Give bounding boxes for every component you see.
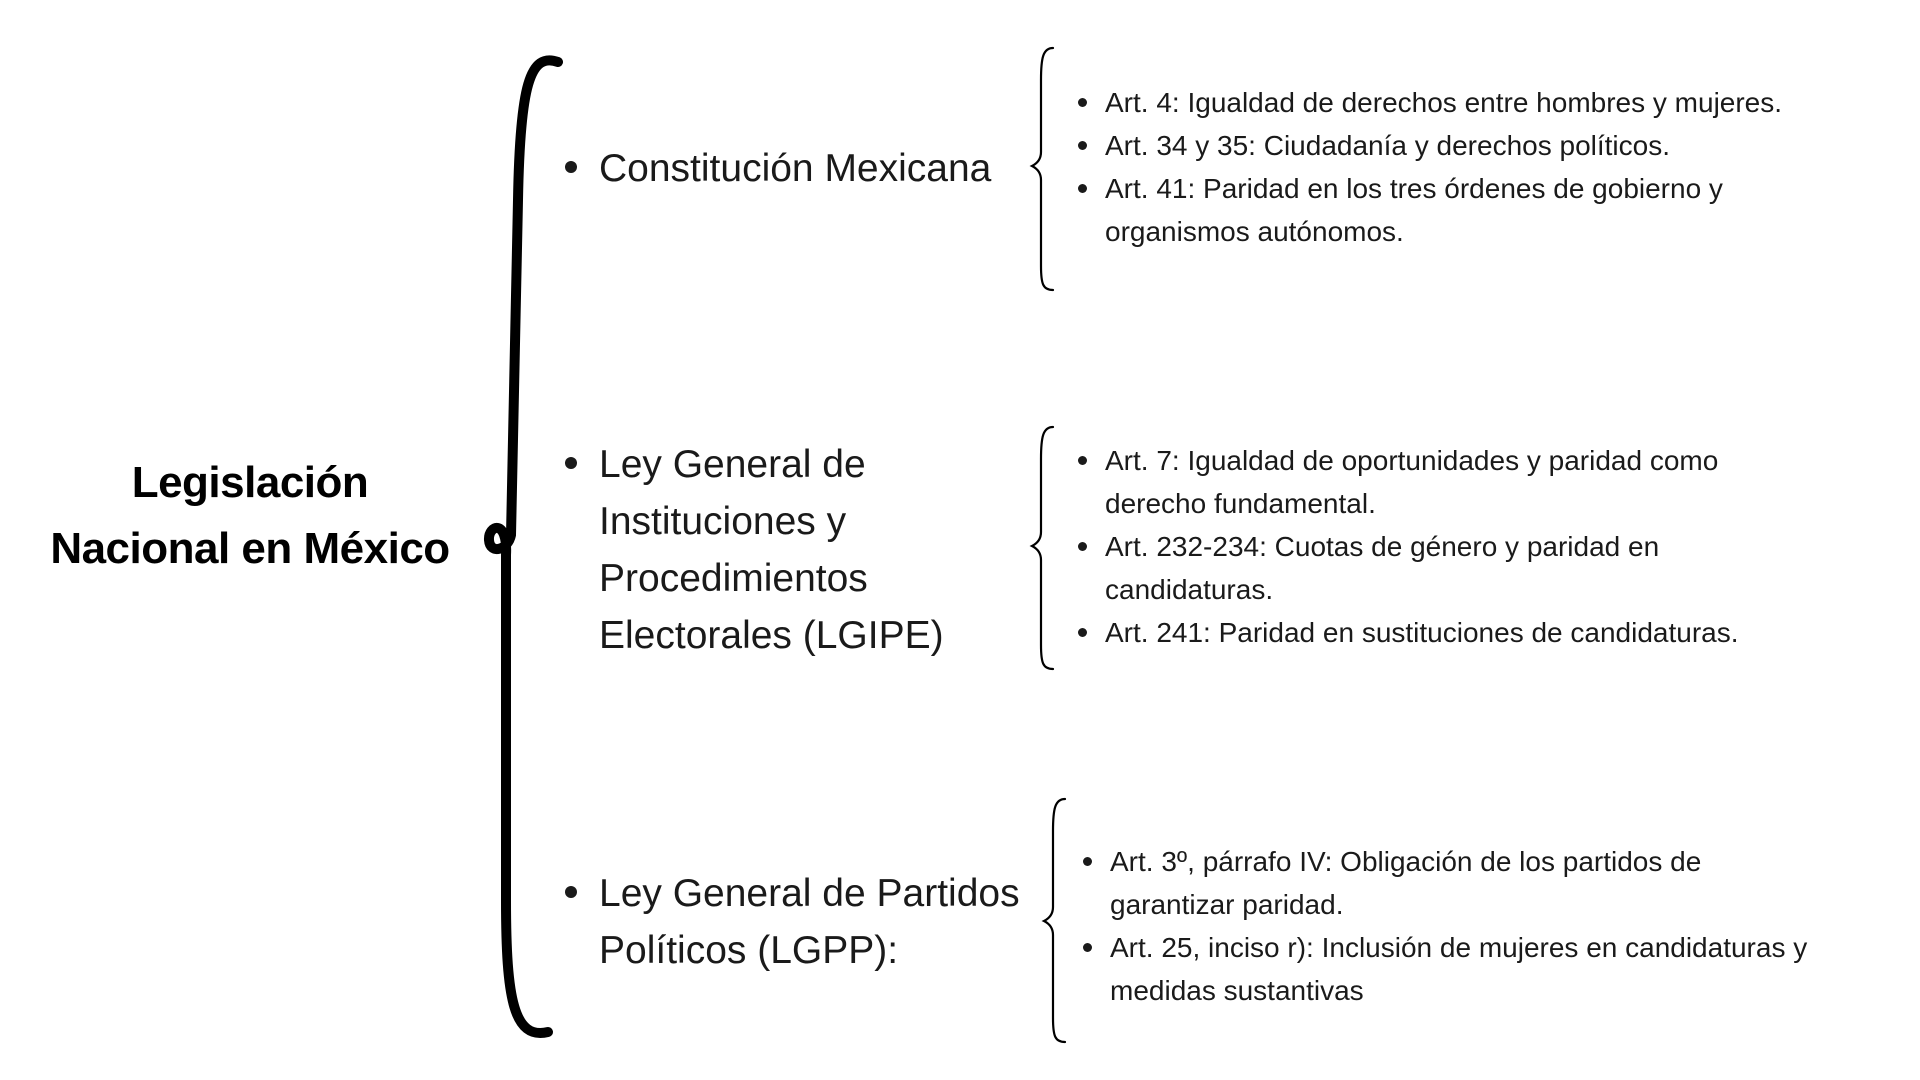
items-lgipe: Art. 7: Igualdad de oportunidades y pari… — [1075, 439, 1805, 654]
items-lgpp: Art. 3º, párrafo IV: Obligación de los p… — [1080, 840, 1880, 1012]
branch-title-line: Constitución Mexicana — [599, 147, 992, 190]
list-item: Art. 241: Paridad en sustituciones de ca… — [1075, 611, 1805, 654]
branch-title-line: Ley General de — [599, 443, 866, 486]
list-item: Art. 7: Igualdad de oportunidades y pari… — [1075, 439, 1805, 525]
branch-title-line: Instituciones y — [599, 500, 847, 543]
branch-title-line: Políticos (LGPP): — [599, 929, 899, 972]
bullet-icon — [565, 886, 577, 898]
branch-title-line: Procedimientos — [599, 557, 868, 600]
root-title-line-1: Legislación — [131, 458, 369, 507]
list-item: Art. 3º, párrafo IV: Obligación de los p… — [1080, 840, 1810, 926]
root-title: Legislación Nacional en México — [20, 450, 480, 582]
branch-title-line: Electorales (LGIPE) — [599, 614, 944, 657]
list-item: Art. 34 y 35: Ciudadanía y derechos polí… — [1075, 124, 1875, 167]
list-item: Art. 25, inciso r): Inclusión de mujeres… — [1080, 926, 1880, 1012]
bullet-icon — [565, 161, 577, 173]
list-item: Art. 41: Paridad en los tres órdenes de … — [1075, 167, 1845, 253]
list-item: Art. 4: Igualdad de derechos entre hombr… — [1075, 81, 1875, 124]
bullet-icon — [565, 457, 577, 469]
branch-lgpp: Ley General de Partidos Políticos (LGPP)… — [565, 865, 1020, 979]
brace-lgpp — [1041, 797, 1067, 1044]
items-constitucion: Art. 4: Igualdad de derechos entre hombr… — [1075, 81, 1875, 253]
branch-constitucion: Constitución Mexicana — [565, 140, 991, 197]
brace-constitucion — [1029, 46, 1055, 292]
list-item: Art. 232-234: Cuotas de género y paridad… — [1075, 525, 1805, 611]
branch-title-line: Ley General de Partidos — [599, 872, 1020, 915]
main-brace — [484, 55, 563, 1038]
root-title-line-2: Nacional en México — [50, 524, 450, 573]
brace-lgipe — [1029, 425, 1055, 671]
branch-lgipe: Ley General de Instituciones y Procedimi… — [565, 436, 944, 664]
